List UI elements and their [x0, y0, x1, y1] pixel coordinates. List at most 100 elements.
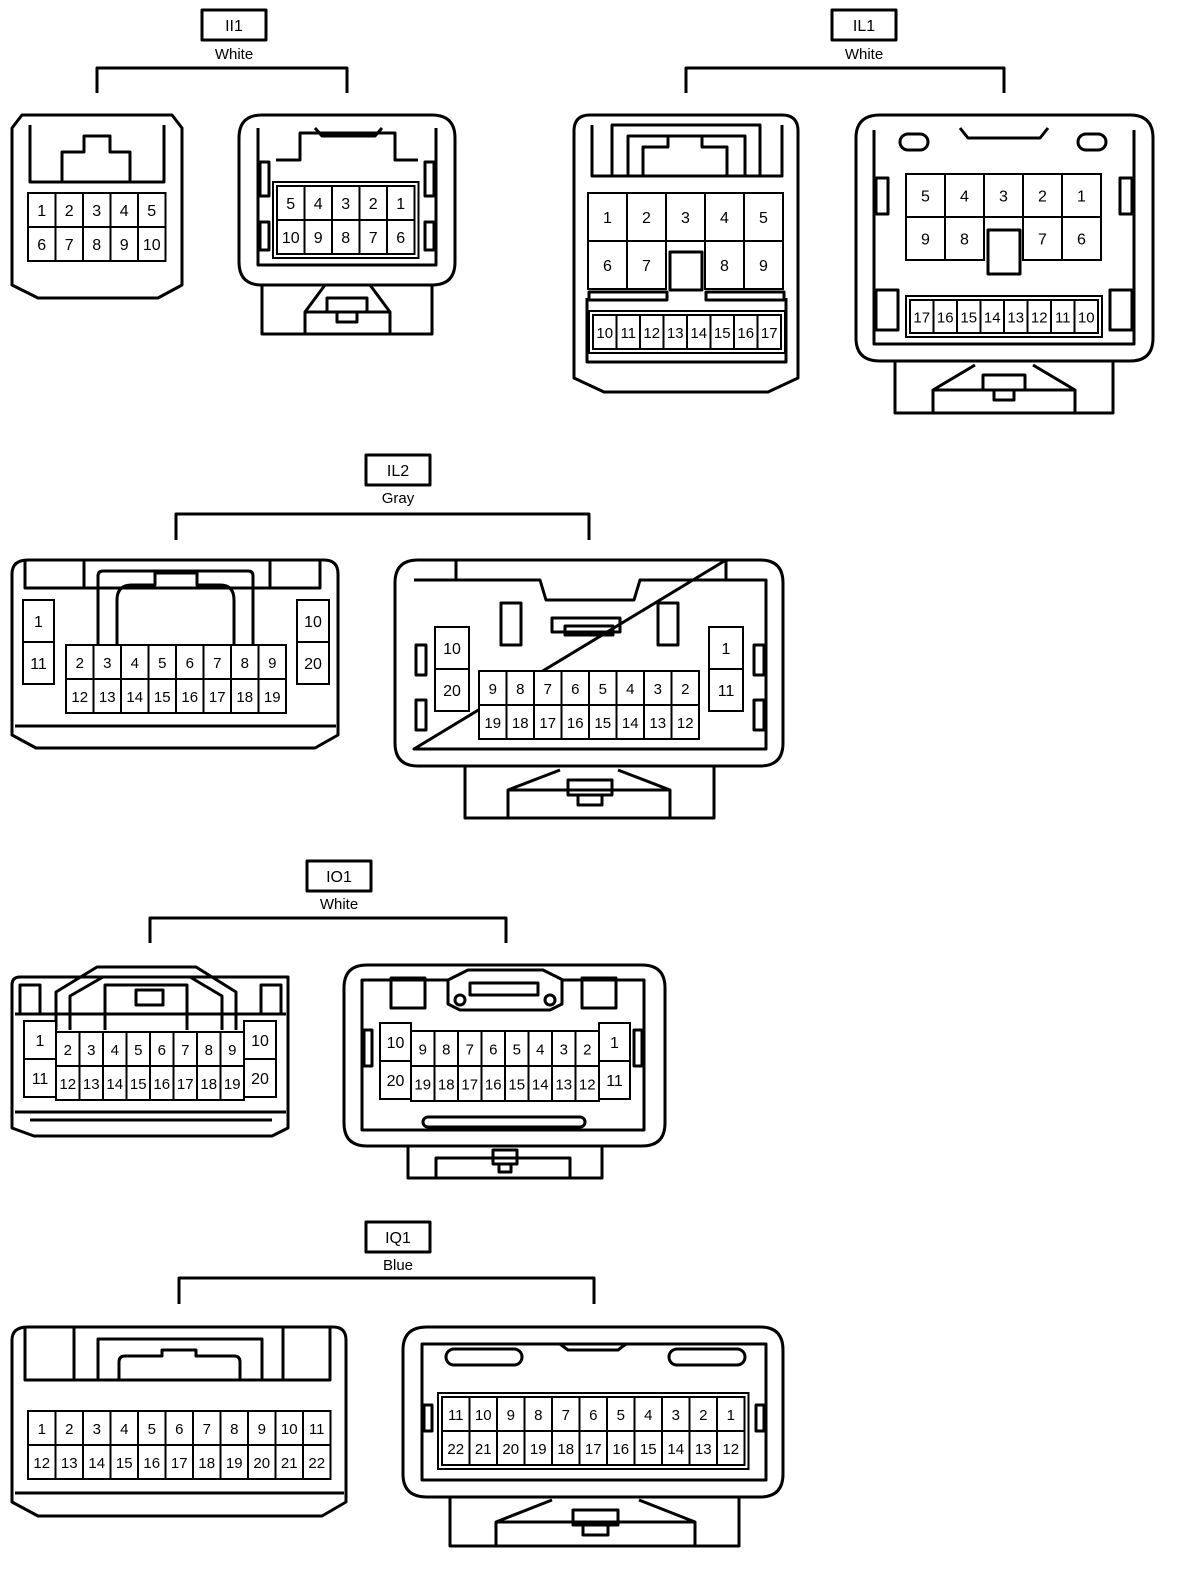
IQ1-male-pin-number: 4	[120, 1421, 128, 1438]
IL2-male-pin-number: 6	[186, 655, 194, 672]
IL1-male-row3-pin-number: 14	[690, 325, 707, 342]
IQ1-male-pin-cell	[274, 1410, 304, 1446]
IL1-female-pin: 8	[944, 216, 985, 261]
IQ1-male-pin: 12	[27, 1444, 57, 1480]
IL1-male-row3-pin-number: 15	[714, 325, 731, 342]
IO1-female-right-pin: 1	[598, 1022, 631, 1062]
IQ1-female-pin: 4	[633, 1396, 663, 1432]
connector-IQ1-header	[177, 1220, 596, 1304]
II1-female-pin: 9	[303, 219, 333, 255]
IO1-male-left-pin: 1	[23, 1020, 57, 1060]
IL2-female-pin-number: 15	[594, 715, 611, 732]
IO1-female-pin-number: 17	[461, 1077, 478, 1094]
IQ1-male-pin: 19	[219, 1444, 249, 1480]
IQ1-male-pin-cell	[192, 1444, 222, 1480]
IL1-female-pin: 3	[983, 173, 1024, 218]
IL2-female-right-pin: 11	[708, 668, 744, 712]
IL1-male-row3-pin: 15	[709, 314, 735, 350]
IL2-male-pin: 12	[65, 678, 95, 714]
IQ1-male-pin-cell	[109, 1444, 139, 1480]
IL1-male-pin-cell	[587, 240, 628, 290]
IO1-male-pin-cell	[219, 1065, 245, 1101]
II1-male-pin-cell	[137, 192, 167, 228]
IQ1-female-pin-cell	[661, 1430, 691, 1466]
IO1-male-right-pin: 10	[243, 1020, 277, 1060]
IL2-male-pin-cell	[202, 644, 232, 680]
IQ1-female-pin-cell	[688, 1430, 718, 1466]
II1-female-pin-cell	[303, 219, 333, 255]
IL1-female-row3-pin: 12	[1026, 299, 1052, 334]
IO1-female-pin: 13	[551, 1065, 577, 1102]
IQ1-male-pin-number: 20	[253, 1455, 270, 1472]
IL1-male-pin: 7	[626, 240, 667, 290]
IQ1-female-pin: 8	[523, 1396, 553, 1432]
IL1-male-pin: 2	[626, 192, 667, 242]
II1-female-pin-cell	[358, 219, 388, 255]
IL1-female-pin: 9	[905, 216, 946, 261]
IQ1-female-pin: 11	[441, 1396, 471, 1432]
IL1-female-pin-number: 8	[960, 232, 969, 249]
IL2-female-pin-number: 2	[681, 681, 689, 698]
IL2-male-pin-cell	[147, 678, 177, 714]
IQ1-male-pin: 2	[54, 1410, 84, 1446]
IO1-female-pin: 8	[433, 1030, 459, 1067]
connector-labels: II1 White IL1 White IL2 Gray IO1 White I…	[215, 18, 883, 1274]
IL2-female-pin-number: 19	[484, 715, 501, 732]
IO1-male-pin: 12	[55, 1065, 81, 1101]
IO1-male-pin: 16	[149, 1065, 175, 1101]
IL2-male-pin-number: 8	[241, 655, 249, 672]
IL2-female-pin-cell	[505, 704, 535, 740]
connector-IL2-female-housing	[393, 558, 785, 820]
connector-id-IQ1: IQ1	[385, 1230, 411, 1247]
IL2-female-pin-cell	[643, 704, 673, 740]
connector-II1-bracket	[95, 66, 349, 93]
IQ1-female-pin: 15	[633, 1430, 663, 1466]
IL1-male-row3-pin-number: 11	[620, 325, 636, 342]
IQ1-female-pin-cell	[523, 1396, 553, 1432]
connector-IL2-bracket	[174, 512, 591, 540]
IQ1-male-pin: 6	[164, 1410, 194, 1446]
II1-female-pin-number: 9	[314, 230, 323, 247]
connector-IO1-male-housing	[10, 965, 290, 1138]
IL2-female-pin-number: 4	[626, 681, 634, 698]
IO1-male-pin: 6	[149, 1031, 175, 1067]
IQ1-male-pin-number: 11	[309, 1421, 325, 1438]
II1-male-pin: 7	[54, 226, 84, 262]
IL2-male-right-pin-cell	[296, 599, 330, 643]
IO1-male-pin: 7	[172, 1031, 198, 1067]
IL1-female-pin-cell	[944, 173, 985, 218]
IQ1-male-pin: 20	[247, 1444, 277, 1480]
connector-IQ1-female-housing	[401, 1325, 785, 1548]
IL1-female-row3-pin-cell	[1073, 299, 1099, 334]
IO1-female-pin-number: 9	[419, 1042, 427, 1059]
IL1-female-row3-pin: 10	[1073, 299, 1099, 334]
IL2-male-left-pin-number: 11	[30, 656, 47, 673]
IL2-male-pin-cell	[120, 678, 150, 714]
IO1-male-pin: 4	[102, 1031, 128, 1067]
IO1-male-pin: 3	[78, 1031, 104, 1067]
IQ1-female-pin-number: 22	[447, 1441, 464, 1458]
IL1-female-pin: 5	[905, 173, 946, 218]
IL1-female-pin-cell	[1061, 216, 1102, 261]
IL2-male-pin-number: 17	[209, 689, 226, 706]
IL1-female-pin: 2	[1022, 173, 1063, 218]
IO1-female-pin-number: 19	[414, 1077, 431, 1094]
IL2-male-pin: 14	[120, 678, 150, 714]
IQ1-male-pin-number: 3	[93, 1421, 101, 1438]
IQ1-female-pin-number: 9	[507, 1407, 515, 1424]
IL1-female-pin-cell	[1022, 173, 1063, 218]
IL2-female-pin: 18	[505, 704, 535, 740]
IL1-female-pin-number: 6	[1077, 232, 1086, 249]
IL2-male-pin: 7	[202, 644, 232, 680]
IL2-female-pin: 13	[643, 704, 673, 740]
IQ1-female-pin: 14	[661, 1430, 691, 1466]
connector-id-IL2: IL2	[387, 463, 409, 480]
IL2-female-pin-cell	[478, 704, 508, 740]
IL2-female-pin-number: 13	[649, 715, 666, 732]
II1-male-pin-number: 8	[92, 237, 101, 254]
IQ1-female-pin-number: 20	[502, 1441, 519, 1458]
II1-male-pin: 8	[82, 226, 112, 262]
II1-male-pin-number: 1	[37, 203, 46, 220]
IL2-male-pin-number: 16	[181, 689, 198, 706]
IL1-male-row3-pin: 17	[756, 314, 782, 350]
